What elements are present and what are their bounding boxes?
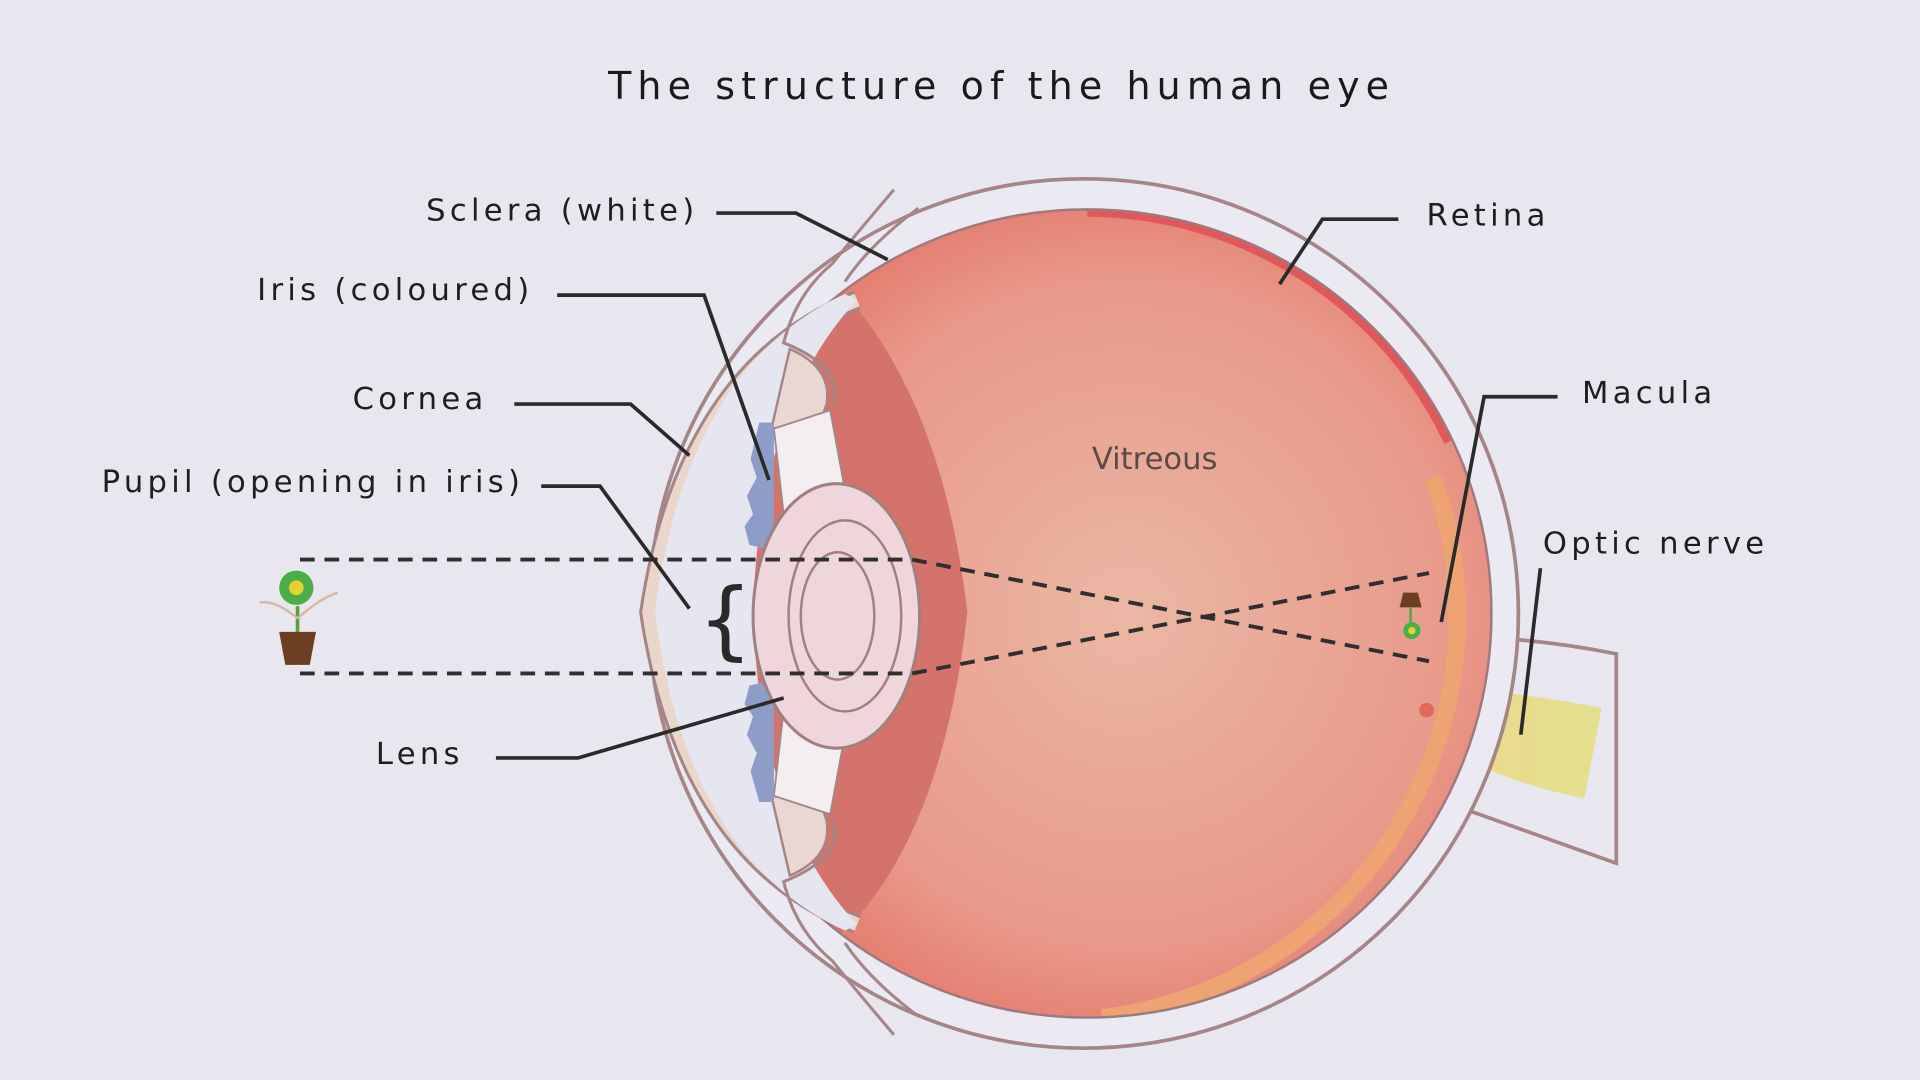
retina-leader [1278, 217, 1399, 286]
pupil-brace-icon: { [698, 570, 753, 670]
diagram-title: The structure of the human eye [607, 64, 1395, 108]
lens-label: Lens [376, 737, 464, 772]
flower-object-icon [259, 570, 339, 665]
pupil-leader [541, 484, 691, 610]
cornea [639, 290, 861, 934]
pupil-label: Pupil (opening in iris) [102, 465, 525, 500]
optic-nerve-leader [1518, 567, 1543, 735]
inverted-image-icon [1399, 592, 1422, 640]
lens-leader [495, 696, 785, 760]
iris [744, 422, 774, 803]
vitreous-label: Vitreous [1092, 442, 1218, 477]
retina-label: Retina [1427, 198, 1550, 233]
cornea-label: Cornea [353, 382, 488, 417]
choroid [1100, 474, 1466, 1018]
lens [751, 482, 922, 750]
cornea-leader [514, 402, 691, 457]
upper-eyelid [781, 188, 896, 405]
iris-label: Iris (coloured) [257, 273, 533, 308]
optic-nerve-label: Optic nerve [1543, 526, 1769, 561]
lower-eyelid [781, 819, 896, 1036]
macula-label: Macula [1582, 376, 1716, 411]
macula-spot [1419, 702, 1434, 718]
macula-leader [1439, 394, 1558, 623]
iris-leader [557, 293, 771, 481]
light-rays [300, 557, 1430, 676]
sclera-leader [716, 211, 889, 262]
sclera-label: Sclera (white) [426, 193, 698, 228]
